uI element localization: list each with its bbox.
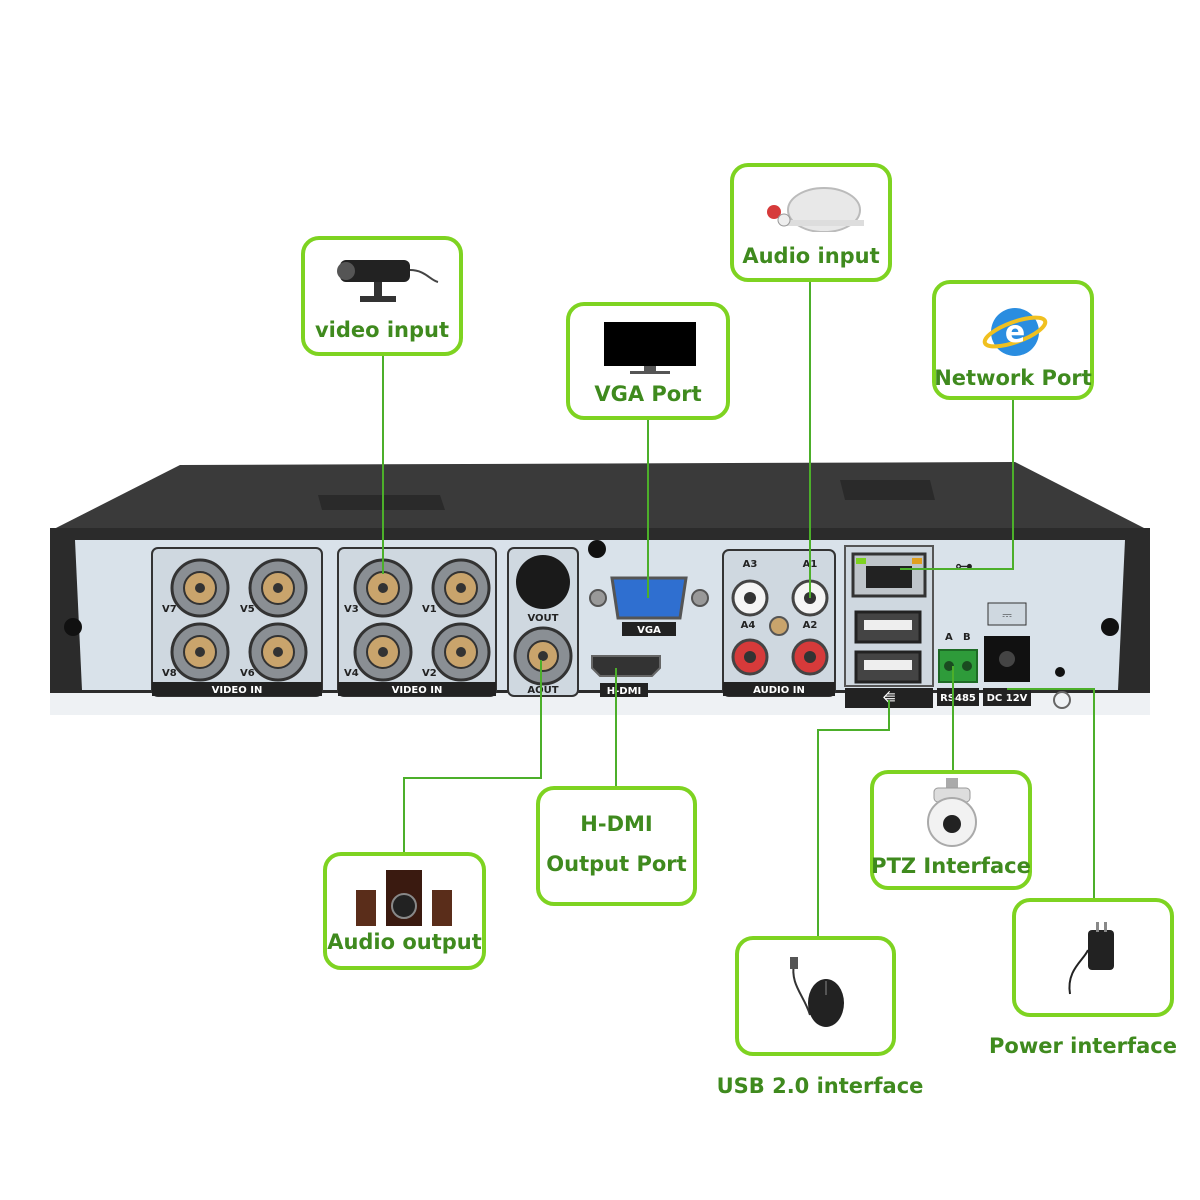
label-v4: V4 (344, 668, 359, 679)
bnc-v8[interactable] (170, 622, 230, 682)
screw-top (588, 540, 606, 558)
rca-a4[interactable] (731, 638, 769, 676)
ground-screw (1055, 667, 1065, 677)
dvr-top-cover (52, 462, 1148, 530)
label-hdmi-line1: H-DMI (580, 812, 653, 836)
label-network-port: Network Port (934, 366, 1092, 390)
leader-audio-output (403, 660, 542, 852)
label-hdmi-line2: Output Port (546, 852, 687, 876)
video-in-label-2: VIDEO IN (392, 685, 443, 696)
rca-a3[interactable] (731, 579, 769, 617)
leader-usb (817, 700, 890, 938)
mouse-icon (780, 955, 852, 1031)
internet-explorer-icon: e (980, 300, 1050, 362)
dvr-top-vent-left (318, 495, 445, 510)
label-usb-interface: USB 2.0 interface (716, 1074, 924, 1098)
label-power-interface: Power interface (989, 1034, 1177, 1058)
leader-power (1007, 688, 1095, 898)
label-v8: V8 (162, 668, 177, 679)
bnc-v7[interactable] (170, 558, 230, 618)
usb-symbol-icon: ⭅ (883, 690, 896, 707)
label-video-input: video input (314, 318, 450, 342)
label-v3: V3 (344, 604, 359, 615)
bnc-v1[interactable] (431, 558, 491, 618)
vout-port[interactable] (516, 555, 570, 609)
label-a: A (945, 632, 953, 643)
ptz-camera-icon (920, 778, 984, 850)
bnc-v4[interactable] (353, 622, 413, 682)
label-audio-output: Audio output (327, 930, 482, 954)
bnc-v6[interactable] (248, 622, 308, 682)
label-v6: V6 (240, 668, 255, 679)
bnc-v5[interactable] (248, 558, 308, 618)
label-vout: VOUT (527, 613, 558, 624)
network-symbol-icon: ⊶ (955, 556, 973, 577)
aout-port[interactable] (513, 626, 573, 686)
hdmi-connector[interactable] (591, 655, 661, 677)
rca-a2[interactable] (791, 638, 829, 676)
label-rs485: RS485 (940, 693, 976, 704)
svg-text:e: e (1005, 315, 1025, 350)
label-hdmi: H-DMI (607, 686, 642, 697)
video-in-label-1: VIDEO IN (212, 685, 263, 696)
dc-polarity-icon: ⎓ (1002, 608, 1012, 622)
dvr-top-vent-right (840, 480, 935, 500)
label-v1: V1 (422, 604, 437, 615)
bnc-v2[interactable] (431, 622, 491, 682)
label-vga: VGA (637, 625, 661, 636)
label-v5: V5 (240, 604, 255, 615)
microphone-dome-icon (760, 180, 870, 233)
label-aout: AOUT (527, 685, 558, 696)
label-b: B (963, 632, 971, 643)
label-a3: A3 (743, 559, 758, 570)
callout-hdmi (536, 786, 697, 906)
label-v2: V2 (422, 668, 437, 679)
label-dc12v: DC 12V (987, 693, 1028, 704)
power-adapter-icon (1060, 920, 1124, 996)
label-vga-port: VGA Port (594, 382, 702, 406)
label-v7: V7 (162, 604, 177, 615)
leader-lines (382, 282, 1095, 938)
monitor-icon (604, 322, 696, 374)
label-audio-input: Audio input (742, 244, 880, 268)
label-a4: A4 (741, 620, 756, 631)
label-a2: A2 (803, 620, 818, 631)
bnc-v3[interactable] (353, 558, 413, 618)
cctv-camera-icon (330, 250, 440, 310)
screw-left (64, 618, 82, 636)
label-ptz-interface: PTZ Interface (871, 854, 1031, 878)
screw-right (1101, 618, 1119, 636)
speaker-icon (352, 866, 456, 928)
label-audio-in: AUDIO IN (753, 685, 805, 696)
leader-network (900, 400, 1014, 570)
